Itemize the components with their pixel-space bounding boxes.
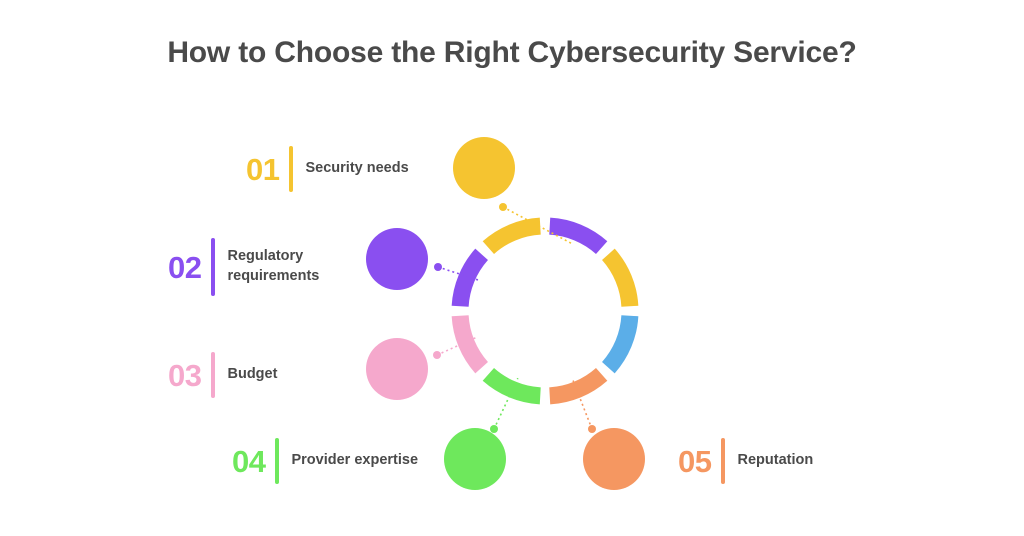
connector-dot-3: [433, 351, 441, 359]
bubble-budget: [366, 338, 428, 400]
connector-dot-4: [490, 425, 498, 433]
bubble-security-needs: [453, 137, 515, 199]
connector-line-2: [437, 266, 480, 282]
connector-line-3: [436, 336, 478, 356]
item-label: Security needs: [305, 160, 409, 177]
bubble-provider-expertise: [444, 428, 506, 490]
donut-segment-6: [451, 314, 489, 374]
list-item-reputation: 05 Reputation: [678, 438, 813, 484]
list-item-security-needs: 01 Security needs: [246, 146, 409, 192]
item-divider-bar: [275, 438, 280, 484]
donut-segment-4: [548, 367, 608, 405]
item-divider-bar: [289, 146, 294, 192]
item-label: Regulatory requirements: [227, 248, 320, 284]
connector-line-1: [502, 206, 573, 245]
item-divider-bar: [211, 352, 216, 398]
list-item-provider-expertise: 04 Provider expertise: [232, 438, 418, 484]
donut-segment-2: [601, 248, 639, 308]
item-number: 05: [678, 443, 712, 479]
connector-dot-1: [499, 203, 507, 211]
list-item-regulatory-requirements: 02 Regulatory requirements: [168, 238, 319, 296]
donut-segment-8: [482, 217, 542, 255]
connector-line-4: [493, 377, 519, 430]
connector-line-5: [571, 377, 593, 430]
connector-dot-5: [588, 425, 596, 433]
item-number: 03: [168, 357, 202, 393]
item-label: Reputation: [737, 452, 814, 469]
list-item-budget: 03 Budget: [168, 352, 277, 398]
page-title: How to Choose the Right Cybersecurity Se…: [167, 36, 857, 69]
connector-dot-2: [434, 263, 442, 271]
donut-segment-3: [601, 314, 639, 374]
bubble-reputation: [583, 428, 645, 490]
item-number: 01: [246, 151, 280, 187]
item-divider-bar: [211, 238, 216, 296]
item-divider-bar: [721, 438, 726, 484]
bubble-regulatory-requirements: [366, 228, 428, 290]
donut-segment-7: [451, 248, 489, 308]
donut-segment-5: [482, 367, 542, 405]
item-number: 02: [168, 249, 202, 285]
item-label: Provider expertise: [291, 452, 419, 469]
donut-segment-1: [548, 217, 608, 255]
item-number: 04: [232, 443, 266, 479]
item-label: Budget: [227, 366, 278, 383]
